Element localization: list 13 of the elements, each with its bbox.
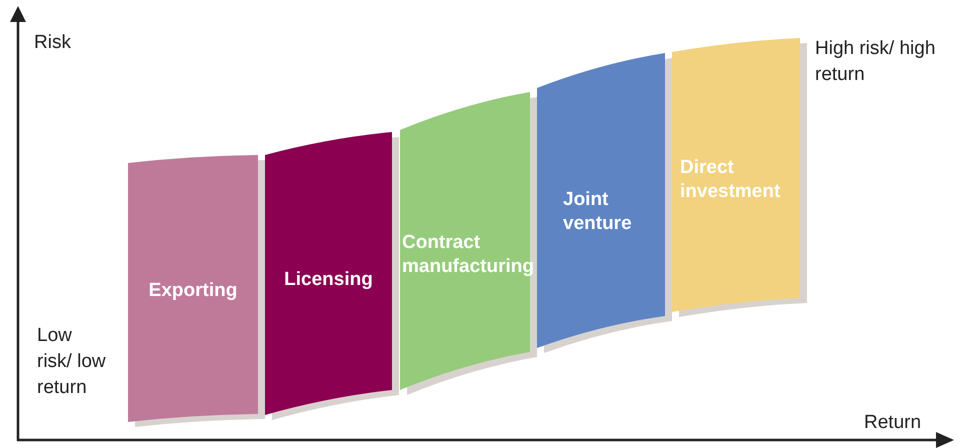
curved-band bbox=[672, 38, 807, 318]
band-label: Exporting bbox=[148, 279, 238, 303]
band-label: Direct investment bbox=[680, 156, 782, 204]
band-label: Licensing bbox=[283, 268, 374, 292]
axis-label: Risk bbox=[34, 31, 72, 55]
axis-end-label: High risk/ high return bbox=[815, 37, 936, 87]
axis-label: Return bbox=[864, 411, 922, 435]
curved-band bbox=[265, 132, 399, 421]
curved-band bbox=[128, 155, 265, 428]
band-label: Joint venture bbox=[563, 188, 633, 236]
curved-band bbox=[400, 92, 537, 396]
axis-end-label: Low risk/ low return bbox=[37, 324, 107, 400]
curved-band bbox=[537, 53, 672, 354]
